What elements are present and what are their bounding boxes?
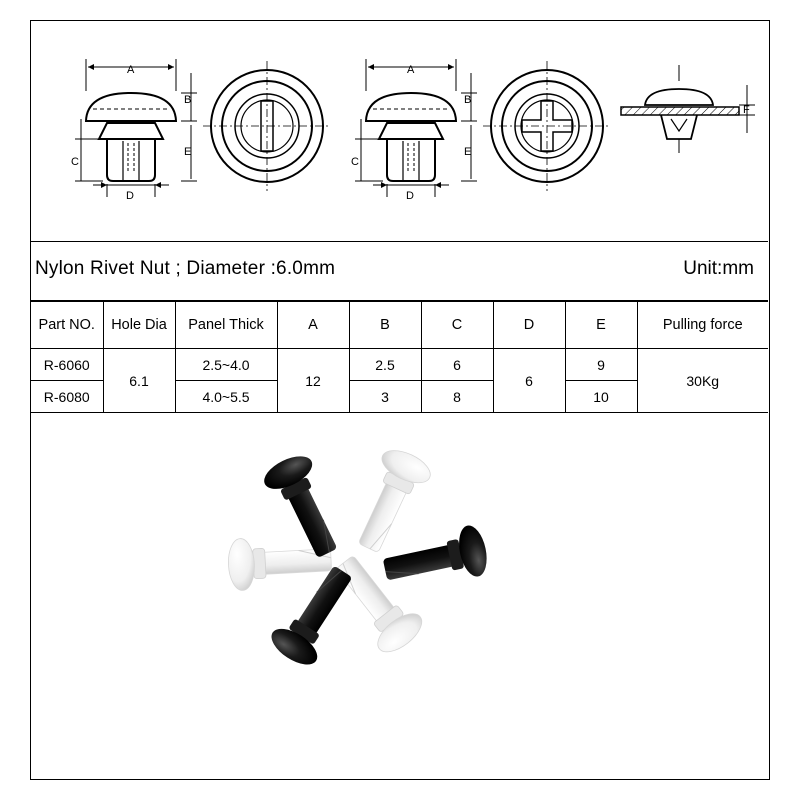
header-panel-thick: Panel Thick bbox=[174, 301, 278, 349]
dim-label-b: B bbox=[184, 94, 191, 106]
dim-label-a: A bbox=[127, 64, 135, 76]
dim-label-d-2: D bbox=[406, 190, 414, 202]
header-c: C bbox=[420, 301, 494, 349]
dim-label-c-2: C bbox=[351, 156, 359, 168]
table-header-row: Part NO. Hole Dia Panel Thick A B C D E … bbox=[31, 301, 768, 349]
header-d: D bbox=[492, 301, 566, 349]
cell-d: 6 bbox=[492, 348, 566, 413]
cell-c: 8 bbox=[420, 380, 494, 413]
black-rivet-top bbox=[258, 449, 352, 566]
cell-b: 3 bbox=[348, 380, 422, 413]
dim-label-e: E bbox=[184, 146, 191, 158]
table-row: R-6060 6.1 2.5~4.0 12 2.5 6 6 9 30Kg bbox=[31, 348, 768, 413]
header-hole-dia: Hole Dia bbox=[102, 301, 176, 349]
cell-a: 12 bbox=[276, 348, 350, 413]
cell-e: 10 bbox=[564, 380, 637, 413]
title-row: Nylon Rivet Nut ; Diameter :6.0mm Unit:m… bbox=[31, 241, 768, 301]
header-b: B bbox=[348, 301, 422, 349]
white-rivet-top bbox=[344, 443, 436, 560]
installed-view: F bbox=[620, 65, 755, 153]
dim-label-a-2: A bbox=[407, 64, 415, 76]
cell-part-no: R-6060 bbox=[31, 348, 104, 381]
side-view-2 bbox=[354, 58, 478, 198]
dim-label-d: D bbox=[126, 190, 134, 202]
cell-pulling-force: 30Kg bbox=[636, 348, 768, 413]
cell-b: 2.5 bbox=[348, 348, 422, 381]
dim-label-c: C bbox=[71, 156, 79, 168]
header-e: E bbox=[564, 301, 638, 349]
black-rivet-right bbox=[379, 522, 492, 596]
product-title: Nylon Rivet Nut ; Diameter :6.0mm bbox=[35, 258, 336, 279]
header-pulling-force: Pulling force bbox=[636, 301, 768, 349]
cell-hole-dia: 6.1 bbox=[102, 348, 176, 413]
cell-e: 9 bbox=[564, 348, 638, 381]
dim-label-b-2: B bbox=[464, 94, 471, 106]
cell-part-no: R-6080 bbox=[31, 380, 104, 413]
side-view-1 bbox=[74, 58, 198, 198]
product-photo bbox=[31, 412, 768, 673]
spec-sheet-frame: A B E C D A B E C D bbox=[30, 20, 770, 780]
unit-label: Unit:mm bbox=[683, 258, 754, 279]
cell-panel-thick: 2.5~4.0 bbox=[174, 348, 278, 381]
top-view-2 bbox=[483, 61, 611, 191]
technical-drawing: A B E C D A B E C D bbox=[71, 58, 755, 202]
dim-label-f: F bbox=[743, 104, 750, 116]
spec-table: Part NO. Hole Dia Panel Thick A B C D E … bbox=[31, 301, 768, 413]
dim-label-e-2: E bbox=[464, 146, 471, 158]
header-a: A bbox=[276, 301, 350, 349]
table-row: R-6080 4.0~5.5 3 8 10 bbox=[31, 380, 768, 413]
cell-panel-thick: 4.0~5.5 bbox=[174, 380, 278, 413]
header-part-no: Part NO. bbox=[31, 301, 104, 349]
cell-c: 6 bbox=[420, 348, 494, 381]
top-view-1 bbox=[203, 61, 331, 191]
